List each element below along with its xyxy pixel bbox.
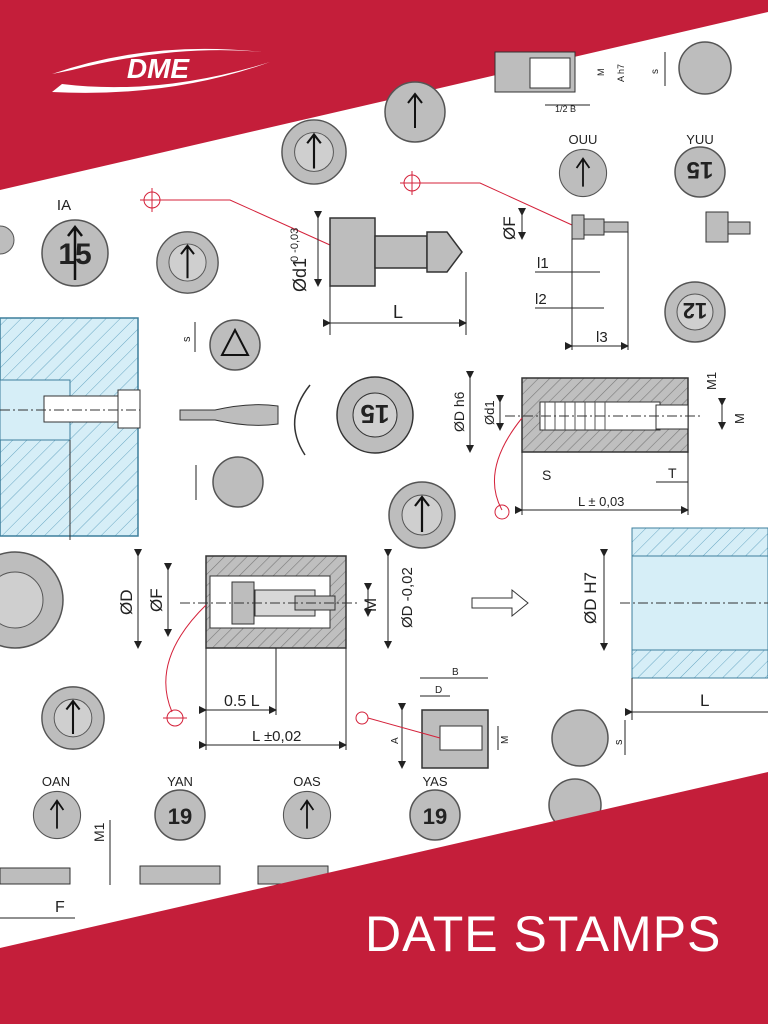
technical-drawings: IA 15 Ød1 0 -0,03 L [0,118,768,919]
transition-arrow [471,588,529,618]
dim-D-H7: ØD H7 [581,572,600,624]
stamp-disc-right [387,480,457,550]
stamp-yas: 19 [409,789,461,841]
stamp-code-yuu: YUU [686,132,713,147]
dim-d1-tolerance: 0 -0,03 [289,228,301,262]
stamp-number-15b: 15 [687,156,714,183]
stamp-number-19: 19 [168,804,192,829]
main-insert-drawing [134,549,392,750]
dim-M-top: M [596,69,606,77]
stamp-disc-lower-left [40,685,106,751]
screwdriver-tool [179,404,279,426]
dim-F-bottom: F [55,899,65,916]
stamp-oan [32,790,82,840]
dim-F-main: ØF [147,588,166,612]
dim-D-tol: ØD -0,02 [399,567,416,628]
dim-d1: Ød1 [290,258,310,292]
bottom-red-band [0,772,768,1024]
dim-M1-bottom: M1 [91,822,107,842]
dim-F: ØF [500,216,519,240]
top-red-band [0,0,768,190]
dim-B: B [452,667,459,678]
pin-drawing-right [400,171,629,350]
stamp-code-oas: OAS [293,774,321,789]
dme-logo: DME [52,48,270,93]
stamp-code-yas: YAS [422,774,447,789]
stamp-number-19b: 19 [423,804,447,829]
cover-title: DATE STAMPS [365,906,722,962]
dim-M-small: M [500,736,511,744]
dim-M1: M1 [704,372,719,390]
stamp-disc-top [280,118,348,186]
recycle-stamp [209,319,261,371]
dim-half-L: 0.5 L [224,693,260,710]
food-safe-stamp-2 [551,709,609,767]
pin-drawing-top [314,211,467,335]
top-right-drawing [384,41,732,143]
dim-l1: l1 [537,255,549,272]
stamp-oas [282,790,332,840]
dim-D-h6: ØD h6 [451,391,467,432]
small-pin-part [705,211,729,243]
dim-T: T [668,465,677,481]
dim-s-bottom: s [613,739,625,745]
blue-mounting-hole [600,527,768,720]
stamp-code-ia: IA [57,197,71,214]
dim-s-top: s [650,69,661,74]
dim-l2: l2 [535,291,547,308]
dim-L-top: L [393,302,403,322]
dim-L-hole: L [700,691,709,710]
stamp-number-12: 12 [683,298,707,323]
stamp-code-ouu: OUU [569,132,598,147]
stamp-yuu: 15 [674,146,726,198]
dim-L-tol002: L ±0,02 [252,728,301,745]
dim-A: A [390,737,401,744]
dim-S: S [542,467,551,483]
dim-D-main: ØD [117,590,136,616]
stamp-12: 12 [664,281,726,343]
insert-body-drawing [466,371,726,520]
food-safe-stamp [212,456,264,508]
dim-l3: l3 [596,329,608,346]
dim-A-h7: A h7 [616,64,626,82]
dim-D-small: D [435,685,442,696]
stamp-code-yan: YAN [167,774,193,789]
stamp-number-15c: 15 [361,399,390,429]
rotation-arrow [294,384,311,456]
dme-logo-text: DME [127,53,191,84]
stamp-yan: 19 [154,789,206,841]
dim-L-tol003: L ± 0,03 [578,494,624,509]
stamp-code-oan: OAN [42,774,70,789]
stamp-ia: 15 [41,219,109,287]
stamp-disc-mid [155,230,220,295]
dim-d1-insert: Ød1 [482,400,497,425]
dim-half-B: 1/2 B [555,104,576,114]
dim-M-main: M [361,598,380,612]
stamp-dial-15: 15 [336,376,414,454]
dim-s-recycle: s [181,336,193,342]
dim-M: M [732,413,747,424]
small-insert-drawing [355,677,499,769]
stamp-ouu [558,148,608,198]
